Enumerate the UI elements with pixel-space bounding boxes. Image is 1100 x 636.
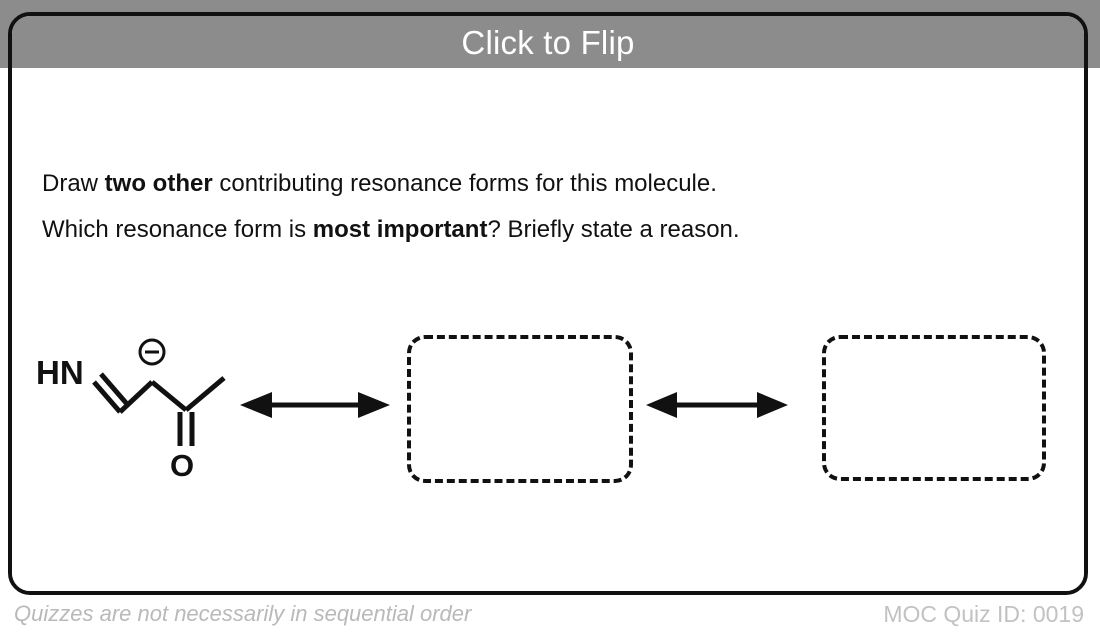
prompt-line-1-bold: two other	[104, 170, 213, 197]
prompt-line-1-a: Draw	[42, 170, 105, 197]
prompt-line-1: Draw two other contributing resonance fo…	[42, 172, 1042, 196]
card-header[interactable]: Click to Flip	[12, 16, 1084, 68]
bond-carbanion-to-carbonyl	[150, 380, 188, 412]
footer-quiz-id: MOC Quiz ID: 0019	[883, 601, 1084, 627]
footer-note: Quizzes are not necessarily in sequentia…	[14, 601, 472, 626]
prompt-text: Draw two other contributing resonance fo…	[42, 172, 1042, 264]
prompt-line-2-a: Which resonance form is	[42, 216, 313, 243]
resonance-arrow-2-svg	[646, 392, 788, 418]
answer-box-2[interactable]	[822, 335, 1046, 481]
prompt-line-2: Which resonance form is most important? …	[42, 218, 1042, 242]
prompt-line-2-b: ? Briefly state a reason.	[487, 216, 740, 243]
resonance-arrow-2	[646, 388, 788, 422]
footer: Quizzes are not necessarily in sequentia…	[0, 597, 1100, 636]
molecule-svg: HN O	[36, 338, 226, 483]
resonance-row: HN O	[12, 330, 1084, 505]
flashcard[interactable]: Click to Flip Draw two other contributin…	[8, 12, 1088, 595]
resonance-arrow-1-svg	[240, 392, 390, 418]
resonance-arrow-1	[240, 388, 390, 422]
imine-double-bond-line-b	[99, 372, 129, 406]
oxygen-label: O	[170, 448, 194, 483]
molecule-structure: HN O	[34, 330, 264, 490]
bond-ch-to-carbanion	[118, 380, 154, 414]
card-body: Draw two other contributing resonance fo…	[12, 68, 1084, 591]
nitrogen-label: HN	[36, 354, 84, 391]
answer-box-1[interactable]	[407, 335, 633, 483]
imine-double-bond-line-a	[92, 380, 122, 414]
card-title: Click to Flip	[461, 23, 635, 61]
prompt-line-2-bold: most important	[312, 216, 488, 243]
bond-carbonyl-to-methyl	[184, 376, 226, 412]
prompt-line-1-b: contributing resonance forms for this mo…	[212, 170, 717, 197]
